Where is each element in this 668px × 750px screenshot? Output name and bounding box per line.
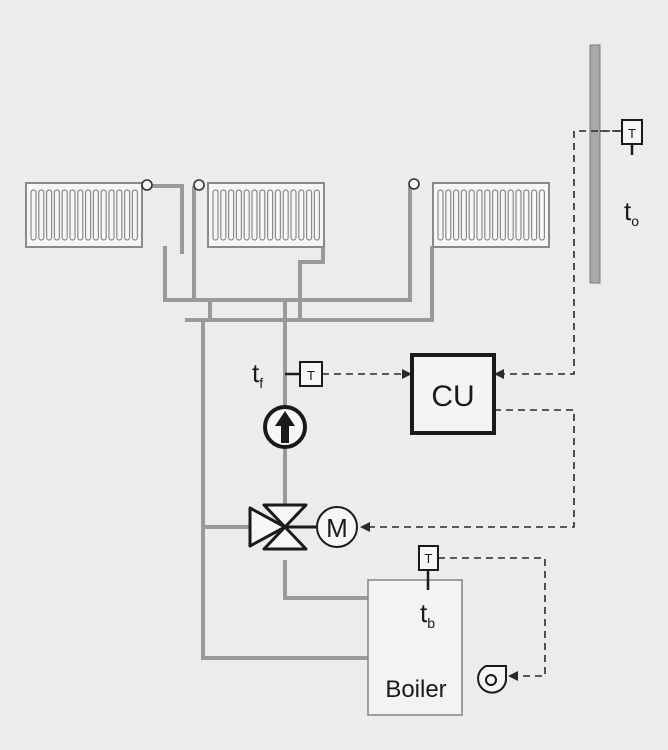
motor-label: M <box>326 513 348 543</box>
radiator-fin <box>38 189 45 241</box>
radiator-fin <box>220 189 227 241</box>
radiator-fin <box>251 189 258 241</box>
radiator-fin <box>69 189 76 241</box>
radiator-fin <box>243 189 250 241</box>
thermostatic-valve-icon <box>193 179 205 191</box>
motor-icon <box>316 506 358 548</box>
radiator-fin <box>228 189 235 241</box>
radiator-fin <box>61 189 68 241</box>
signal-arrowheads <box>360 369 518 681</box>
pump-arrow-icon <box>275 411 295 443</box>
temperature-sensor-icon <box>299 361 323 387</box>
radiator-fin <box>313 189 320 241</box>
temperature-sensor-icon <box>418 545 439 571</box>
radiator-fin <box>484 189 491 241</box>
radiator-3 <box>432 182 550 248</box>
radiator-fin <box>123 189 131 241</box>
radiator-fin <box>476 189 483 241</box>
radiator-fin <box>108 189 115 241</box>
flow-temp-label: tf <box>252 358 263 391</box>
radiator-fin <box>523 189 530 241</box>
temperature-sensor-icon <box>621 119 643 145</box>
pipe-return-main <box>201 320 368 660</box>
outdoor-sensor-symbol: T <box>628 126 636 141</box>
circulation-pump <box>263 405 307 449</box>
three-way-valve-left <box>248 506 287 548</box>
flow-sensor: T tf <box>252 358 323 391</box>
radiator-fin <box>453 189 460 241</box>
radiator-fin <box>290 189 297 241</box>
burner-fan <box>477 665 507 694</box>
radiator-fin <box>84 189 92 241</box>
radiator-fin <box>306 189 313 241</box>
flow-sensor-symbol: T <box>307 368 315 383</box>
outdoor-temp-label: to <box>624 196 639 229</box>
radiator-fin <box>530 189 538 241</box>
burner-fan-hub <box>485 674 497 686</box>
radiator-fin <box>45 189 53 241</box>
radiator-fin <box>92 189 100 241</box>
radiator-fin <box>116 189 123 241</box>
radiator-fin <box>538 189 546 241</box>
three-way-valve <box>248 503 308 551</box>
radiator-fin <box>499 189 506 241</box>
three-way-valve-bottom <box>262 525 308 551</box>
thermostatic-valves <box>141 178 420 191</box>
boiler: T tb Boiler <box>367 545 463 716</box>
signal-cu-to-motor <box>366 409 575 528</box>
radiator-fin <box>437 189 444 241</box>
radiator-fin <box>274 189 281 241</box>
pipe-rad2-return-b <box>298 246 325 320</box>
signal-outdoor-to-cu <box>500 130 622 375</box>
outdoor-wall <box>589 44 601 284</box>
radiator-fin <box>30 189 37 241</box>
radiator-fin <box>77 189 84 241</box>
radiator-icon <box>25 182 143 248</box>
arrow-into-burner <box>508 671 518 681</box>
radiator-fin <box>445 189 452 241</box>
pipe-rad2-return <box>163 246 212 320</box>
boiler-body <box>367 579 463 716</box>
boiler-temp-label: tb <box>420 598 435 631</box>
pipe-valve-boiler <box>283 560 368 600</box>
thermostatic-valve-icon <box>141 179 153 191</box>
pipe-rad3-supply <box>205 186 412 302</box>
arrow-into-motor <box>360 522 370 532</box>
control-unit-box <box>410 353 496 435</box>
radiator-fin <box>282 189 289 241</box>
control-unit: CU <box>410 353 496 435</box>
radiator-fin <box>492 189 499 241</box>
radiator-fin <box>298 189 305 241</box>
boiler-sensor-symbol: T <box>425 551 433 566</box>
control-unit-label: CU <box>431 380 474 413</box>
radiator-fin <box>460 189 467 241</box>
radiator-fin <box>259 189 266 241</box>
radiator-icon <box>432 182 550 248</box>
radiator-fin <box>53 189 61 241</box>
arrow-into-cu-left <box>402 369 412 379</box>
radiator-fin <box>235 189 242 241</box>
radiator-fin <box>131 189 138 241</box>
three-way-valve-icon <box>262 503 308 529</box>
radiator-icon <box>207 182 325 248</box>
thermostatic-valve-icon <box>408 178 420 190</box>
boiler-label: Boiler <box>385 676 446 703</box>
radiator-fin <box>100 189 107 241</box>
radiator-fin <box>515 189 522 241</box>
arrow-into-cu-right <box>494 369 504 379</box>
radiator-1 <box>25 182 143 248</box>
radiator-2 <box>207 182 325 248</box>
radiator-fin <box>267 189 274 241</box>
control-signal-lines <box>322 130 622 677</box>
pipe-network <box>136 184 434 660</box>
motor: M <box>316 506 358 548</box>
outdoor-sensor: T to <box>600 119 643 229</box>
pipe-rad3-return <box>185 246 434 322</box>
radiator-fin <box>468 189 475 241</box>
radiator-fin <box>507 189 514 241</box>
signal-boiler-sensor-to-burner <box>438 557 546 677</box>
radiator-fin <box>212 189 219 241</box>
